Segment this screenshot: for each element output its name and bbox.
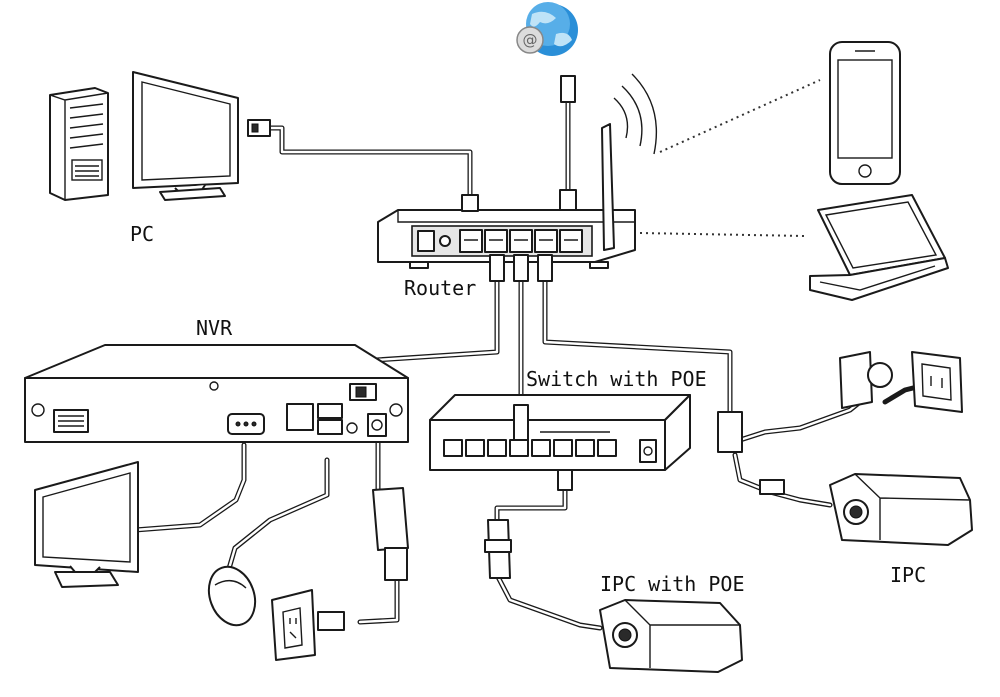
switch-ports: [443, 439, 617, 457]
svg-text:@: @: [523, 31, 538, 49]
cable-pc-router: [267, 125, 473, 203]
ipc-power-adapter: [839, 351, 893, 409]
label-ipc-with-poe: IPC with POE: [600, 572, 745, 596]
laptop: [809, 194, 949, 301]
ipc-poe-camera: [484, 519, 743, 673]
label-nvr: NVR: [196, 316, 233, 340]
cable-router-ipc: [542, 262, 733, 418]
router: [377, 73, 658, 269]
label-router: Router: [404, 276, 477, 300]
ipc-wall-socket: [911, 351, 963, 413]
cable-nvr-monitor: [132, 442, 247, 533]
poe-switch: [429, 394, 691, 491]
cable-nvr-mouse: [225, 457, 330, 575]
router-plugs: [461, 75, 577, 282]
nvr-monitor: [34, 461, 139, 588]
ipc-camera: [717, 411, 973, 546]
wireless-link-phone: [659, 79, 821, 153]
wireless-link-laptop: [639, 232, 806, 237]
pc-monitor: [132, 71, 239, 201]
smartphone: [829, 41, 901, 185]
nvr-power-adapter: [372, 487, 409, 581]
nvr-recorder: [24, 344, 409, 443]
cable-switch-ipc-poe: [494, 472, 603, 631]
cable-nvr-adapter: [357, 437, 400, 625]
label-switch-with-poe: Switch with POE: [526, 367, 707, 391]
wall-socket: [271, 589, 345, 661]
internet-globe-icon: @: [516, 2, 578, 56]
router-lan-ports: [459, 229, 583, 253]
label-ipc: IPC: [890, 563, 927, 587]
pc-tower: [49, 87, 109, 201]
mouse: [207, 565, 257, 627]
label-pc: PC: [130, 222, 155, 246]
pc-rj45-plug: [247, 119, 271, 137]
